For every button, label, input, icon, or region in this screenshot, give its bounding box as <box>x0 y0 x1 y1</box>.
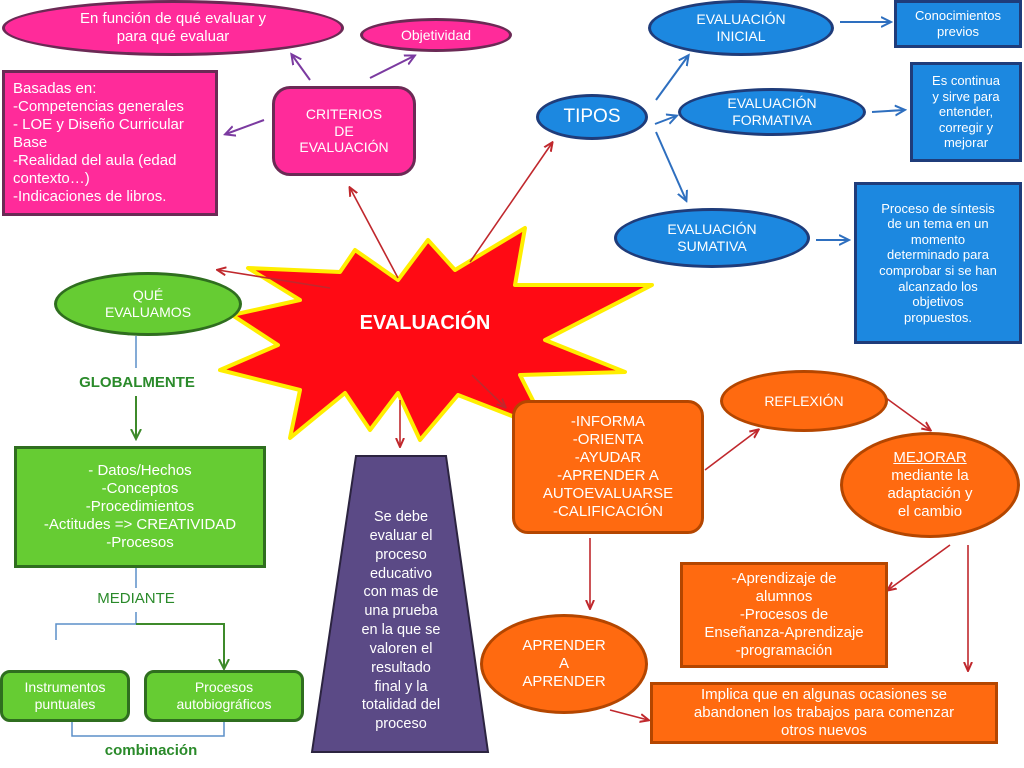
reflexion-node: REFLEXIÓN <box>720 370 888 432</box>
globalmente-label: GLOBALMENTE <box>79 374 195 391</box>
implica-node: Implica que en algunas ocasiones se aban… <box>650 682 998 744</box>
arrow-mediante-procesos <box>136 623 224 668</box>
mejorar-title: MEJORAR <box>893 449 967 466</box>
inicial-desc-node: Conocimientos previos <box>894 0 1022 48</box>
arrow-tipos-formativa <box>654 116 676 125</box>
arrow-to-funciones <box>471 374 505 407</box>
basadas-node: Basadas en: -Competencias generales - LO… <box>2 70 218 216</box>
arrow-criterios-funcion <box>292 55 311 81</box>
combinacion-label: combinación <box>104 742 198 759</box>
arrow-aprender-implica <box>609 709 648 720</box>
mediante-label: MEDIANTE <box>97 590 175 607</box>
arrow-formativa-desc <box>871 110 904 112</box>
line-mediante-branch <box>55 612 137 640</box>
que-evaluamos-node: QUÉ EVALUAMOS <box>54 272 242 336</box>
aprender-node: APRENDER A APRENDER <box>480 614 648 714</box>
evaluacion-inicial-node: EVALUACIÓN INICIAL <box>648 0 834 56</box>
objetividad-node: Objetividad <box>360 18 512 52</box>
line-combinacion <box>71 720 225 737</box>
arrow-criterios-objetividad <box>369 56 414 79</box>
instrumentos-node: Instrumentos puntuales <box>0 670 130 722</box>
arrow-to-tipos <box>469 143 552 263</box>
criterios-node: CRITERIOS DE EVALUACIÓN <box>272 86 416 176</box>
arrow-to-reflexion <box>704 430 758 471</box>
evaluacion-formativa-node: EVALUACIÓN FORMATIVA <box>678 88 866 136</box>
mejorar-rest: mediante la adaptación y el cambio <box>887 467 973 520</box>
funciones-node: -INFORMA -ORIENTA -AYUDAR -APRENDER A AU… <box>512 400 704 534</box>
arrow-to-que-evaluamos <box>218 270 331 289</box>
arrow-criterios-basadas <box>226 119 265 134</box>
arrow-reflexion-mejorar <box>885 397 930 430</box>
mejorar-node: MEJORAR mediante la adaptación y el camb… <box>840 432 1020 538</box>
evaluacion-sumativa-node: EVALUACIÓN SUMATIVA <box>614 208 810 268</box>
arrow-tipos-inicial <box>655 56 688 101</box>
procesos-node: Procesos autobiográficos <box>144 670 304 722</box>
sumativa-desc-node: Proceso de síntesis de un tema en un mom… <box>854 182 1022 344</box>
arrow-tipos-sumativa <box>655 131 686 200</box>
proceso-trapezoid <box>310 455 490 753</box>
tipos-node: TIPOS <box>536 94 648 140</box>
arrow-to-criterios <box>350 188 399 279</box>
arrow-mejorar-aprendizaje <box>888 544 951 590</box>
formativa-desc-node: Es continua y sirve para entender, corre… <box>910 62 1022 162</box>
center-label: EVALUACIÓN <box>359 312 491 334</box>
aprendizaje-node: -Aprendizaje de alumnos -Procesos de Ens… <box>680 562 888 668</box>
contenidos-node: - Datos/Hechos -Conceptos -Procedimiento… <box>14 446 266 568</box>
funcion-node: En función de qué evaluar y para qué eva… <box>2 0 344 56</box>
proceso-text: Se debe evaluar el proceso educativo con… <box>361 509 441 733</box>
